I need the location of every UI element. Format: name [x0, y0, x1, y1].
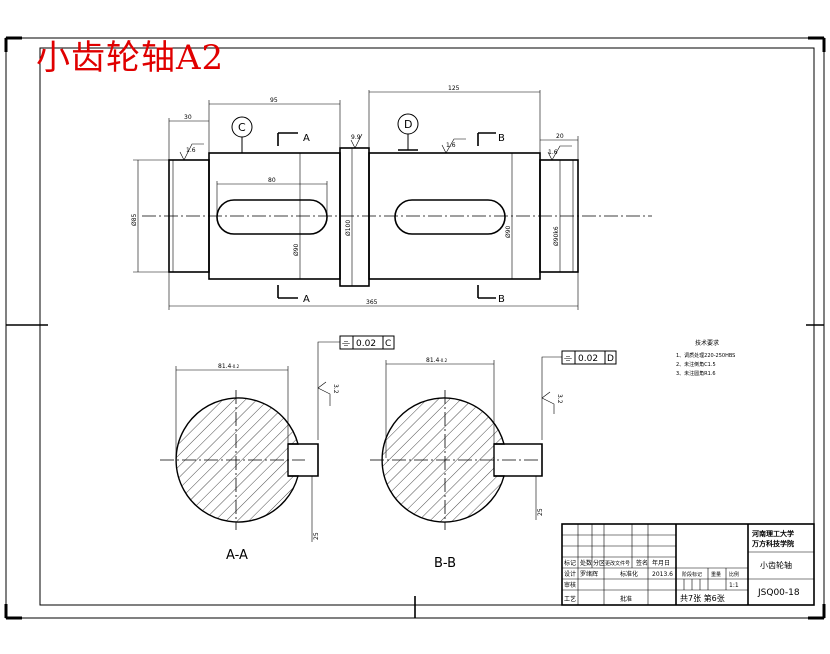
tb-col-label: 签名	[636, 559, 648, 567]
dim-phi100: Ø100	[345, 220, 352, 236]
roughness-value: 1.6	[446, 142, 456, 149]
dim-125: 125	[448, 85, 460, 92]
dim-phi90: Ø90	[293, 243, 300, 256]
section-mark-b-bot	[477, 285, 496, 299]
section-mark-b-top	[477, 132, 496, 146]
dim-80: 80	[268, 177, 276, 184]
section-b-depth: 25	[537, 508, 544, 516]
symmetry-icon: ⌯	[564, 353, 572, 364]
tb-drawing-no: JSQ00-18	[757, 588, 800, 598]
section-b-tol-frame	[561, 350, 617, 365]
section-a-tol-frame	[339, 335, 395, 350]
section-a-leader	[317, 341, 340, 440]
keyway-b	[394, 199, 506, 235]
tb-weight-label: 重量	[711, 571, 721, 578]
section-mark-a-top	[277, 132, 298, 146]
tb-review-label: 审核	[564, 581, 576, 589]
tech-req-item: 1、调质处理220-250HBS	[676, 352, 735, 359]
tb-part-name: 小齿轮轴	[760, 560, 792, 570]
section-mark-label: B	[498, 133, 505, 144]
tech-req-heading: 技术要求	[695, 339, 719, 347]
roughness-symbol	[441, 138, 466, 154]
section-b-width: 81.4-0.2	[426, 357, 448, 364]
datum-d-label: D	[404, 118, 412, 131]
section-a-roughness: 3.2	[332, 384, 339, 394]
section-b-view: 81.4-0.2 25 ⌯ 0.02 D 3.2 B-B	[370, 350, 617, 571]
datum-c-label: C	[238, 121, 246, 134]
tb-school-1: 河南理工大学	[752, 529, 794, 538]
tb-designer-name: 罗绪辉	[580, 570, 598, 578]
section-b-tol-value: 0.02	[578, 354, 598, 364]
tech-requirements: 技术要求 1、调质处理220-250HBS 2、未注倒角C1.5 3、未注圆角R…	[676, 339, 735, 377]
tb-col-label: 更改文件号	[605, 560, 630, 567]
corner-mark-br	[808, 604, 826, 620]
section-mark-a-bot	[277, 285, 298, 299]
section-b-leader	[541, 356, 562, 440]
tb-date: 2013.6	[652, 571, 673, 578]
dim-phi90: Ø90	[505, 225, 512, 238]
tb-process-label: 工艺	[564, 595, 576, 603]
tb-col-label: 标记	[564, 559, 576, 567]
tb-col-label: 分区	[593, 559, 605, 567]
tech-req-item: 3、未注圆角R1.6	[676, 370, 716, 377]
section-mark-label: B	[498, 294, 505, 305]
tb-scale: 1:1	[729, 582, 739, 589]
tb-std-label: 标准化	[620, 570, 638, 578]
section-mark-label: A	[303, 133, 310, 144]
section-a-tol-value: 0.02	[356, 339, 376, 349]
section-a-width: 81.4-0.2	[218, 363, 240, 370]
corner-mark-bl	[4, 604, 22, 620]
section-a-depth: 25	[313, 532, 320, 540]
shaft-collar	[339, 147, 370, 287]
section-a-label: A-A	[226, 548, 248, 563]
tb-school-2: 万方科技学院	[751, 539, 794, 548]
tb-col-label: 年月日	[652, 559, 670, 567]
roughness-symbol	[541, 391, 555, 414]
tb-col-label: 处数	[580, 559, 592, 567]
roughness-symbol	[350, 133, 363, 149]
section-b-label: B-B	[434, 556, 456, 571]
section-a-view: 81.4-0.2 25 ⌯ 0.02 C 3.2 A-A	[160, 335, 395, 563]
dim-total: 365	[366, 299, 378, 306]
symmetry-icon: ⌯	[342, 338, 350, 349]
dim-95: 95	[270, 97, 278, 104]
tb-sheets: 共7张 第6张	[680, 593, 725, 603]
corner-mark-tl	[4, 36, 22, 52]
corner-mark-tr	[808, 36, 826, 52]
shaft-step-right	[539, 159, 579, 273]
title-block: 河南理工大学 万方科技学院 小齿轮轴 JSQ00-18 1:1 共7张 第6张 …	[561, 523, 815, 606]
tb-stage-label: 阶段标记	[682, 571, 702, 578]
tb-approve-label: 批准	[620, 595, 632, 603]
drawing-title: 小齿轮轴A2	[36, 38, 225, 78]
section-a-tol-datum: C	[385, 339, 391, 349]
section-b-roughness: 3.2	[556, 394, 563, 404]
section-b-keyway	[494, 443, 543, 477]
tb-scale-label: 比例	[729, 571, 739, 578]
roughness-value: 1.6	[186, 147, 196, 154]
outer-frame	[5, 37, 825, 619]
tech-req-item: 2、未注倒角C1.5	[676, 361, 716, 368]
tb-designer-label: 设计	[564, 570, 576, 578]
shaft-view: A A B B C D 1.6 1.6 1.6 9.9 30 95 125	[131, 85, 652, 310]
roughness-value: 1.6	[548, 149, 558, 156]
roughness-symbol	[317, 381, 331, 406]
keyway-a	[216, 199, 328, 235]
roughness-symbol	[179, 143, 204, 161]
inner-frame	[39, 47, 815, 606]
dim-phi85: Ø85	[131, 213, 138, 226]
section-b-tol-datum: D	[607, 354, 614, 364]
roughness-symbol	[547, 145, 572, 161]
dim-20: 20	[556, 133, 564, 140]
title-block-frame	[561, 523, 815, 606]
section-mark-label: A	[303, 294, 310, 305]
dim-phi90-k6: Ø90k6	[553, 226, 560, 246]
dim-30: 30	[184, 114, 192, 121]
section-a-keyway	[288, 443, 319, 477]
dim-collar-width: 9.9	[351, 134, 361, 141]
